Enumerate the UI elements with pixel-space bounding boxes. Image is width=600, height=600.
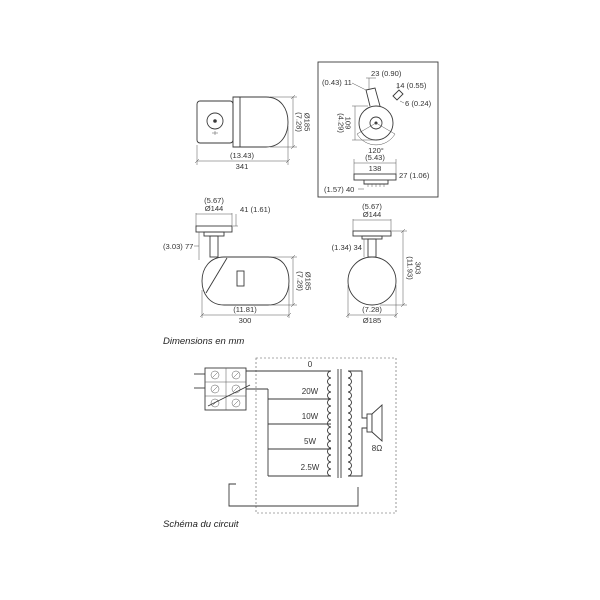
tap-label-10w: 10W (302, 412, 319, 421)
total-height-mm-label: 303 (414, 262, 423, 275)
dimensions-caption: Dimensions en mm (163, 336, 244, 347)
detail-frame (317, 61, 439, 198)
diameter-inch-label: (7.28) (362, 305, 382, 314)
top-side-view: (7.28) Ø185 (13.43) 341 (194, 94, 312, 171)
terminal-box (236, 270, 245, 287)
bracket-width-inch-label: (5.43) (365, 153, 385, 162)
selector-link (207, 384, 251, 407)
impedance-label: 8Ω (372, 444, 382, 453)
bracket-height-inch-label: (4.29) (337, 113, 346, 133)
mount-height-label: 41 (1.61) (240, 205, 271, 214)
mounted-side-view: (5.67) Ø144 41 (1.61) (3.03) 77 (7.28) Ø… (163, 196, 313, 325)
speaker-front (347, 256, 397, 306)
drop-label: (3.03) 77 (163, 242, 193, 251)
mount-stem (209, 235, 219, 258)
mount-diameter-mm-label: Ø144 (363, 210, 382, 219)
height-mm-label: Ø185 (303, 113, 312, 132)
transformer-icon (327, 369, 352, 478)
length-inch-label: (13.43) (230, 151, 255, 160)
mount-screw (213, 119, 217, 123)
lug-size-label: 14 (0.55) (396, 81, 427, 90)
stem-label: (1.34) 34 (332, 243, 362, 252)
arm-width-label: 23 (0.90) (371, 69, 402, 78)
mount-stem (367, 238, 377, 258)
speaker-icon (366, 403, 383, 443)
bracket-width-mm-label: 138 (369, 164, 382, 173)
circuit-diagram: 0 20W 10W 5W 2.5W 8Ω (194, 357, 397, 514)
terminal-block (194, 367, 251, 411)
bracket-profile (353, 173, 397, 181)
angle-line-right (375, 122, 396, 135)
mount-diameter-inch-label: (5.67) (204, 196, 224, 205)
tap-label-2-5w: 2.5W (301, 463, 320, 472)
lug-thickness-label: 6 (0.24) (405, 99, 432, 108)
tap-label-0: 0 (308, 360, 313, 369)
bracket-depth-label: 27 (1.06) (399, 171, 430, 180)
mount-screw-ring (206, 112, 224, 130)
secondary-lead (348, 427, 367, 477)
secondary-coil (347, 370, 352, 477)
tap-label-20w: 20W (302, 387, 319, 396)
primary-coil (327, 370, 332, 477)
secondary-lead (348, 370, 367, 419)
circuit-caption: Schéma du circuit (163, 519, 239, 530)
height-mm-label: Ø185 (304, 272, 313, 291)
bracket-lug (392, 89, 404, 101)
bracket-height-mm-label: 109 (344, 117, 353, 130)
transformer-enclosure (255, 357, 397, 514)
rotation-angle-label: 120° (368, 146, 384, 155)
height-inch-label: (7.28) (296, 271, 305, 291)
mount-plate (195, 225, 233, 233)
speaker-body (232, 96, 289, 148)
return-wire (228, 483, 359, 507)
total-height-inch-label: (11.93) (406, 256, 415, 280)
angle-arc (356, 133, 396, 146)
bracket-detail: 23 (0.90) (0.43) 11 14 (0.55) 6 (0.24) (… (317, 61, 439, 198)
mount-plate (352, 230, 392, 237)
bracket-arm (365, 87, 381, 107)
mount-diameter-mm-label: Ø144 (205, 204, 224, 213)
terminal-screw-icon (210, 370, 241, 408)
bracket-base-label: (1.57) 40 (324, 185, 354, 194)
diameter-mm-label: Ø185 (363, 316, 382, 325)
arm-offset-label: (0.43) 11 (322, 78, 352, 87)
mount-diameter-inch-label: (5.67) (362, 202, 382, 211)
length-mm-label: 300 (239, 316, 252, 325)
front-view: (5.67) Ø144 (1.34) 34 (11.93) 303 (7.28)… (332, 202, 423, 325)
speaker-body (201, 256, 290, 306)
angle-line-left (356, 122, 377, 135)
height-inch-label: (7.28) (295, 112, 304, 132)
length-mm-label: 341 (236, 162, 249, 171)
length-inch-label: (11.81) (233, 305, 257, 314)
pivot-joint (205, 257, 228, 294)
tap-label-5w: 5W (304, 437, 316, 446)
